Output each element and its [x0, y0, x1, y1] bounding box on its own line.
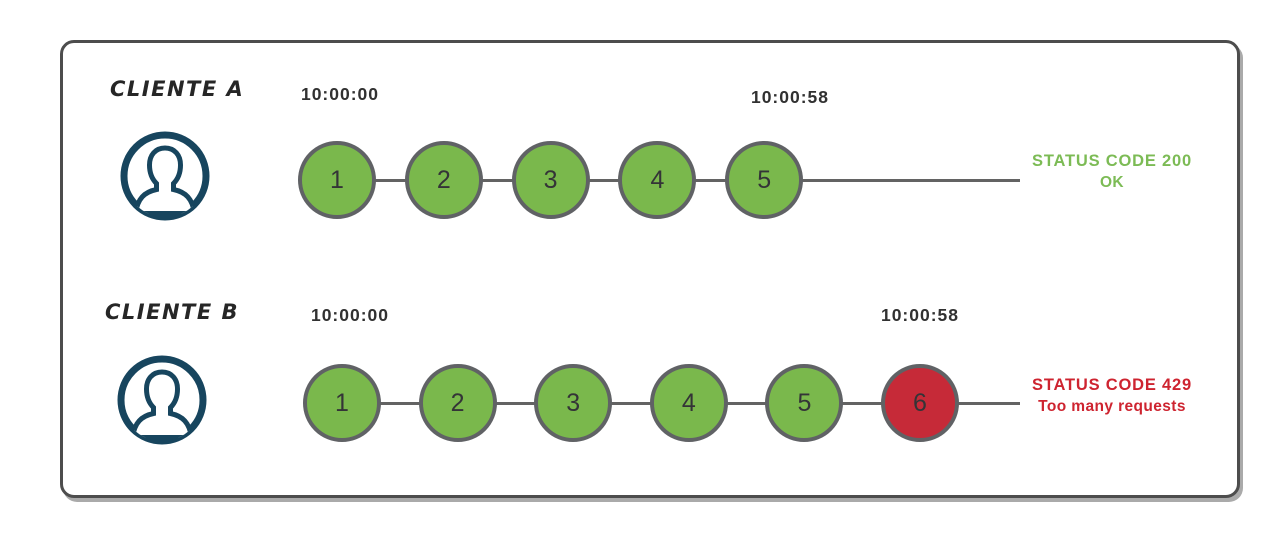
user-avatar-icon [117, 128, 213, 224]
status-message: STATUS CODE 429 Too many requests [1026, 376, 1198, 416]
start-timestamp: 10:00:00 [300, 84, 380, 104]
outer-frame [60, 40, 1240, 498]
status-message: STATUS CODE 200 OK [1026, 152, 1198, 192]
end-timestamp: 10:00:58 [750, 87, 830, 107]
request-circle-4: 4 [649, 364, 728, 442]
client-a-label: CLIENTE A [110, 77, 245, 101]
request-circle-5: 5 [765, 364, 844, 442]
start-timestamp: 10:00:00 [310, 305, 390, 325]
request-circle-4: 4 [618, 141, 697, 219]
status-description-text: OK [1099, 174, 1125, 191]
request-circle-2: 2 [418, 364, 497, 442]
user-avatar-icon [114, 352, 210, 448]
request-circle-5: 5 [725, 141, 804, 219]
client-b-label: CLIENTE B [105, 300, 240, 324]
status-description-text: Too many requests [1038, 398, 1186, 415]
request-circle-3: 3 [511, 141, 590, 219]
request-circle-2: 2 [404, 141, 483, 219]
request-circle-3: 3 [534, 364, 613, 442]
request-circle-6: 6 [881, 364, 959, 442]
request-circle-1: 1 [303, 364, 381, 442]
status-code-text: STATUS CODE 429 [1032, 376, 1192, 394]
end-timestamp: 10:00:58 [880, 305, 960, 325]
status-code-text: STATUS CODE 200 [1032, 152, 1192, 170]
request-circle-1: 1 [298, 141, 376, 219]
